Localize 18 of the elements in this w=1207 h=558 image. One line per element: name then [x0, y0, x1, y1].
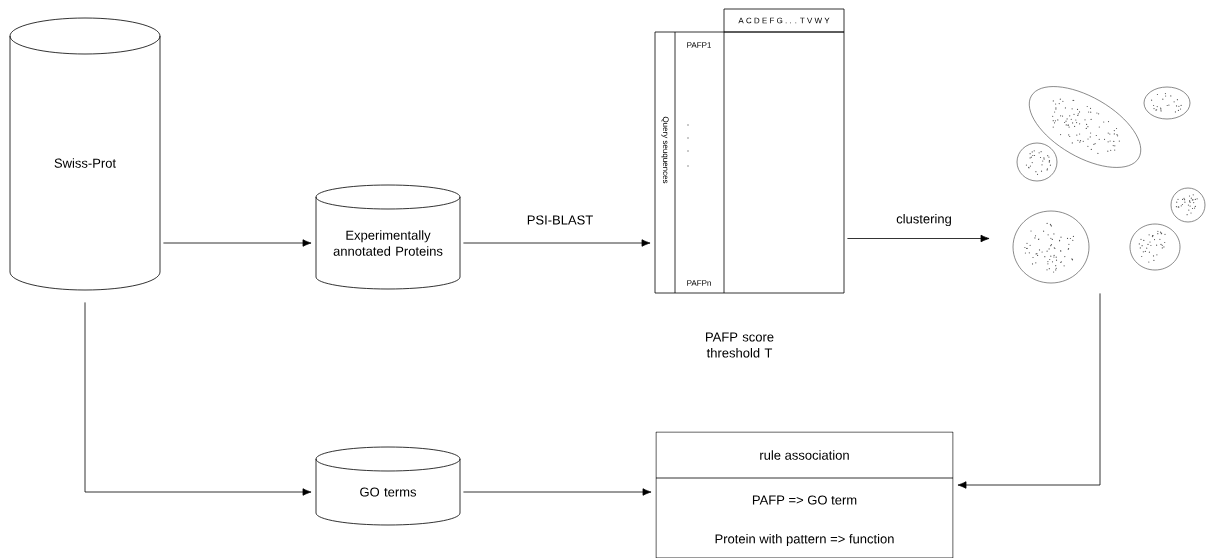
node-label: Swiss-Prot — [54, 158, 116, 168]
database-cylinder: GO terms — [315, 446, 461, 526]
caption-text: PAFP score threshold T — [706, 332, 774, 358]
edge-label: clustering — [895, 212, 953, 228]
database-cylinder: Swiss-Prot — [9, 17, 161, 291]
node-label: Experimentally annotated Proteins — [333, 230, 443, 256]
rule-table: rule association PAFP => GO term Protein with pattern => function — [655, 431, 954, 558]
arrow — [84, 302, 312, 496]
edge-label: PSI-BLAST — [525, 214, 595, 226]
arrow — [463, 488, 652, 496]
database-cylinder: Experimentally annotated Proteins — [315, 184, 461, 290]
arrow — [957, 293, 1101, 489]
node-label: GO terms — [360, 487, 417, 497]
arrow — [463, 239, 651, 247]
cluster-scatter-drawing — [1012, 86, 1206, 284]
arrow — [847, 234, 990, 243]
arrow — [163, 239, 312, 247]
matrix-table: A C D E F G . . . T V W Y Query seuquences PAFP1 PAFPn — [654, 8, 845, 294]
